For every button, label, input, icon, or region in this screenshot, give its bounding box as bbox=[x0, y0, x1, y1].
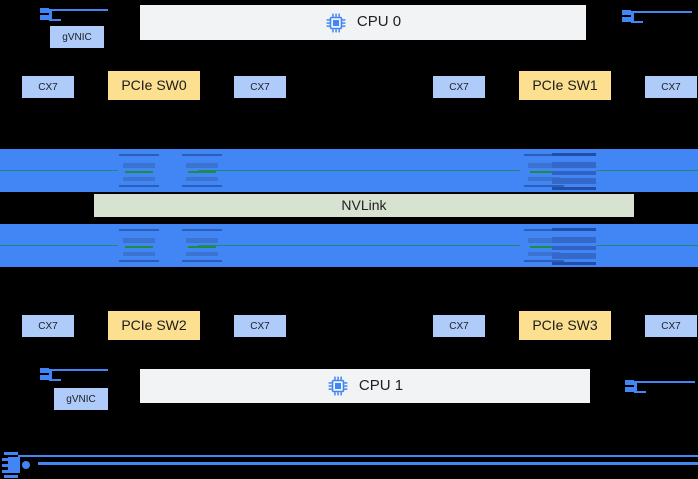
cx7-box-4: CX7 bbox=[22, 315, 74, 337]
gpu-link-line bbox=[0, 170, 118, 171]
pcie-switch-box-2: PCIe SW2 bbox=[108, 311, 200, 340]
gpu-link-line bbox=[198, 170, 520, 171]
gpu-card-icon bbox=[548, 151, 596, 190]
network-card-icon bbox=[625, 378, 695, 394]
pcie-switch-label: PCIe SW3 bbox=[532, 316, 598, 333]
gpu-card-icon bbox=[178, 151, 226, 189]
pcie-switch-box-0: PCIe SW0 bbox=[108, 71, 200, 100]
network-card-icon bbox=[40, 6, 108, 22]
network-card-icon bbox=[622, 8, 692, 24]
cpu-chip-icon bbox=[327, 375, 349, 397]
gpu-card-icon bbox=[548, 226, 596, 265]
cx7-box-0: CX7 bbox=[22, 76, 74, 98]
cx7-label: CX7 bbox=[661, 320, 681, 332]
pcie-switch-label: PCIe SW2 bbox=[121, 316, 187, 333]
gpu-link-line bbox=[596, 170, 698, 171]
gpu-card-icon bbox=[520, 226, 568, 264]
gvnic-box-1: gVNIC bbox=[54, 388, 108, 410]
pcie-switch-label: PCIe SW0 bbox=[121, 76, 187, 93]
cx7-box-3: CX7 bbox=[645, 76, 697, 98]
gpu-card-icon bbox=[520, 151, 568, 189]
cpu-label-1: CPU 1 bbox=[358, 376, 404, 394]
pcie-switch-label: PCIe SW1 bbox=[532, 76, 598, 93]
gvnic-label: gVNIC bbox=[66, 393, 96, 405]
cpu-box-1: CPU 1 bbox=[140, 369, 590, 403]
cx7-box-6: CX7 bbox=[433, 315, 485, 337]
cx7-label: CX7 bbox=[250, 81, 270, 93]
network-fabric-icon bbox=[2, 452, 42, 478]
cx7-label: CX7 bbox=[250, 320, 270, 332]
gpu-card-icon bbox=[115, 226, 163, 264]
gpu-link-line bbox=[596, 245, 698, 246]
nvlink-bar: NVLink bbox=[94, 194, 634, 217]
gvnic-box-0: gVNIC bbox=[50, 26, 104, 48]
cx7-box-2: CX7 bbox=[433, 76, 485, 98]
pcie-switch-box-1: PCIe SW1 bbox=[519, 71, 611, 100]
cx7-label: CX7 bbox=[449, 320, 469, 332]
gpu-link-line bbox=[198, 245, 520, 246]
gpu-card-icon bbox=[178, 226, 226, 264]
cx7-label: CX7 bbox=[661, 81, 681, 93]
cx7-label: CX7 bbox=[38, 81, 58, 93]
fabric-line-top bbox=[18, 455, 698, 457]
cx7-box-1: CX7 bbox=[234, 76, 286, 98]
gpu-card-icon bbox=[115, 151, 163, 189]
cx7-box-5: CX7 bbox=[234, 315, 286, 337]
cpu-box-0: CPU 0 bbox=[140, 5, 586, 40]
gvnic-label: gVNIC bbox=[62, 31, 92, 43]
pcie-switch-box-3: PCIe SW3 bbox=[519, 311, 611, 340]
nvlink-label: NVLink bbox=[341, 196, 387, 213]
cx7-label: CX7 bbox=[38, 320, 58, 332]
fabric-line-bottom bbox=[38, 462, 698, 465]
cx7-box-7: CX7 bbox=[645, 315, 697, 337]
cpu-label-0: CPU 0 bbox=[356, 13, 402, 31]
cx7-label: CX7 bbox=[449, 81, 469, 93]
cpu-chip-icon bbox=[325, 12, 347, 34]
gpu-link-line bbox=[0, 245, 118, 246]
network-card-icon bbox=[40, 366, 108, 382]
